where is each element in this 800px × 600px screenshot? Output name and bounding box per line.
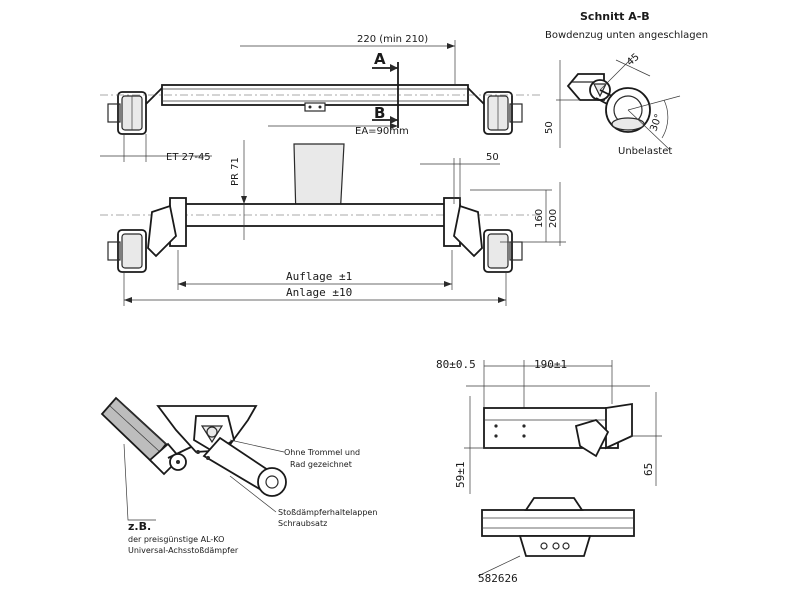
et-label: ET 27-45 [166,152,211,163]
anlage-label: Anlage ±10 [286,286,352,299]
damper-note-line1: Ohne Trommel und [284,448,360,457]
front-view-axle [100,140,566,306]
cut-label-a: A [374,50,386,68]
damper-detail [100,396,287,521]
front-dim-200: 200 [548,209,559,228]
cut-label-b: B [374,104,385,122]
zb-label: z.B. [128,520,151,533]
section-ab-view [556,57,681,151]
damper-part-1: Stoßdämpferhaltelappen [278,508,377,517]
section-angle-top: 45 [625,52,642,69]
damper-caption-2: Universal-Achsstoßdämpfer [128,546,239,555]
front-dim-160: 160 [534,209,545,228]
front-dim-50: 50 [486,152,499,163]
damper-caption-1: der preisgünstige AL-KO [128,535,224,544]
bracket-dim-65: 65 [642,463,655,476]
damper-part-2: Schraubsatz [278,519,327,528]
bracket-dim-190: 190±1 [534,358,567,371]
ea-label: EA=90mm [355,126,409,137]
auflage-label: Auflage ±1 [286,270,352,283]
pr-label: PR 71 [230,157,241,186]
section-subtitle: Bowdenzug unten angeschlagen [545,30,708,41]
section-title: Schnitt A-B [580,10,650,23]
top-dim-length: 220 (min 210) [357,34,428,45]
section-state-label: Unbelastet [618,146,672,157]
bracket-dim-80: 80±0.5 [436,358,476,371]
bracket-dim-59: 59±1 [454,462,467,489]
section-dim-height: 50 [544,121,555,134]
damper-note-line2: Rad gezeichnet [290,460,352,469]
part-number: 582626 [478,572,518,585]
bracket-detail [464,360,662,577]
section-angle-side: 30° [648,113,664,133]
top-view-axle [100,40,540,162]
